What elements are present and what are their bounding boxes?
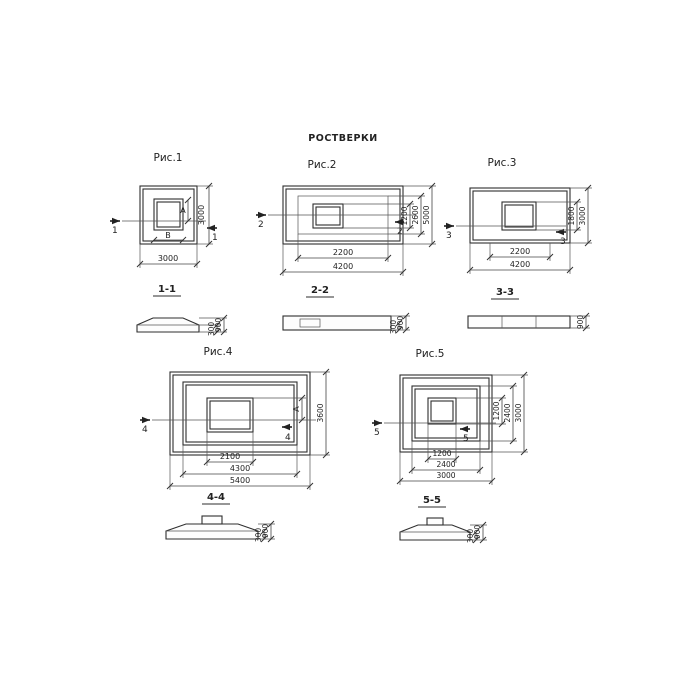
sheet-title: РОСТВЕРКИ — [308, 133, 377, 144]
dim-right-2: 2600 — [411, 205, 420, 224]
figure-5-section-view: 300 900 — [399, 517, 487, 544]
dim-sec-total: 900 — [261, 524, 270, 539]
figure-5-label: Рис.5 — [416, 348, 445, 360]
figure-1-section-label: 1-1 — [158, 284, 176, 295]
figure-5: Рис.5 5 5 1200 2400 — [372, 348, 528, 544]
dim-right-3: 3000 — [514, 403, 523, 422]
figure-2-section-label: 2-2 — [311, 285, 329, 296]
section-marker-number: 5 — [463, 434, 469, 444]
figure-2-section-cut: 2 2 — [256, 211, 416, 237]
figure-1-label: Рис.1 — [154, 152, 183, 164]
dim-bottom-1: 2100 — [220, 452, 240, 461]
figure-3-plan-outline — [469, 187, 571, 244]
dim-right-2: 3000 — [578, 206, 587, 225]
dim-sec-total: 900 — [473, 525, 482, 540]
figure-4-plan-outline — [169, 371, 311, 456]
section-marker-number: 2 — [397, 227, 403, 237]
dim-bottom-2: 4200 — [510, 260, 530, 269]
figure-3: Рис.3 3 3 1800 3000 2200 — [444, 157, 592, 332]
figure-2: Рис.2 2 2 1200 2600 5000 — [256, 159, 436, 334]
figure-3-section-cut: 3 3 — [444, 222, 566, 247]
dim-sec-edge: 300 — [389, 320, 398, 335]
figure-3-section-label: 3-3 — [496, 287, 514, 298]
dim-bottom: 3000 — [158, 254, 178, 263]
figure-4: Рис.4 4 4 А 3600 2100 — [140, 346, 330, 543]
dim-bottom-2: 4300 — [230, 464, 250, 473]
figure-4-section-cut: 4 4 — [140, 416, 316, 443]
dim-right-3: 5000 — [422, 205, 431, 224]
dim-letter-b: В — [165, 231, 171, 240]
figure-3-label: Рис.3 — [488, 157, 517, 169]
dim-bottom-1: 1200 — [432, 449, 451, 458]
section-marker-number: 1 — [212, 233, 218, 243]
dim-sec-edge: 300 — [207, 322, 216, 337]
section-marker-number: 1 — [112, 226, 118, 236]
figure-3-dimensions: 1800 3000 2200 4200 — [466, 184, 592, 274]
dim-right-1: 1800 — [567, 206, 576, 225]
dim-right: 3600 — [316, 403, 325, 422]
figure-5-section-label: 5-5 — [423, 495, 441, 506]
figure-5-plan-outline — [399, 374, 493, 453]
figure-1: Рис.1 1 1 3000 А В 3000 1 — [110, 152, 228, 337]
figure-4-label: Рис.4 — [204, 346, 233, 358]
dim-letter-a: А — [180, 206, 186, 215]
section-marker-number: 2 — [258, 220, 264, 230]
figure-5-section-cut: 5 5 — [372, 419, 496, 444]
figure-5-dimensions: 1200 2400 3000 1200 2400 3000 — [396, 371, 528, 485]
dim-right-2: 2400 — [503, 403, 512, 422]
dim-sec-total: 900 — [396, 316, 405, 331]
dim-bottom-1: 2200 — [333, 248, 353, 257]
dim-right-1: 1200 — [400, 206, 409, 225]
figure-3-section-view: 900 — [467, 312, 590, 332]
figure-2-dimensions: 1200 2600 5000 2200 4200 — [279, 182, 436, 276]
dim-bottom-2: 4200 — [333, 262, 353, 271]
dim-sec-total: 900 — [214, 318, 223, 333]
section-marker-number: 4 — [142, 425, 148, 435]
dim-bottom-1: 2200 — [510, 247, 530, 256]
figure-4-section-label: 4-4 — [207, 492, 225, 503]
dim-sec-edge: 300 — [254, 528, 263, 543]
dim-letter-a: А — [292, 406, 301, 412]
figure-4-dimensions: А 3600 2100 4300 5400 — [166, 368, 330, 490]
dim-bottom-3: 3000 — [436, 471, 455, 480]
dim-bottom-3: 5400 — [230, 476, 250, 485]
section-marker-number: 4 — [285, 433, 291, 443]
figure-2-label: Рис.2 — [308, 159, 337, 171]
dim-right: 3000 — [197, 205, 206, 225]
figure-1-section-view: 300 900 — [136, 314, 228, 337]
dim-right-1: 1200 — [492, 401, 501, 420]
dim-sec-total: 900 — [576, 315, 585, 330]
figure-4-section-view: 300 900 — [165, 515, 275, 543]
dim-bottom-2: 2400 — [436, 460, 455, 469]
figure-2-section-view: 300 900 — [282, 312, 410, 335]
dim-sec-edge: 300 — [466, 529, 475, 544]
section-marker-number: 5 — [374, 428, 380, 438]
section-marker-number: 3 — [446, 231, 452, 241]
section-marker-number: 3 — [560, 237, 566, 247]
figure-1-dimensions: 3000 А В 3000 — [136, 182, 213, 268]
